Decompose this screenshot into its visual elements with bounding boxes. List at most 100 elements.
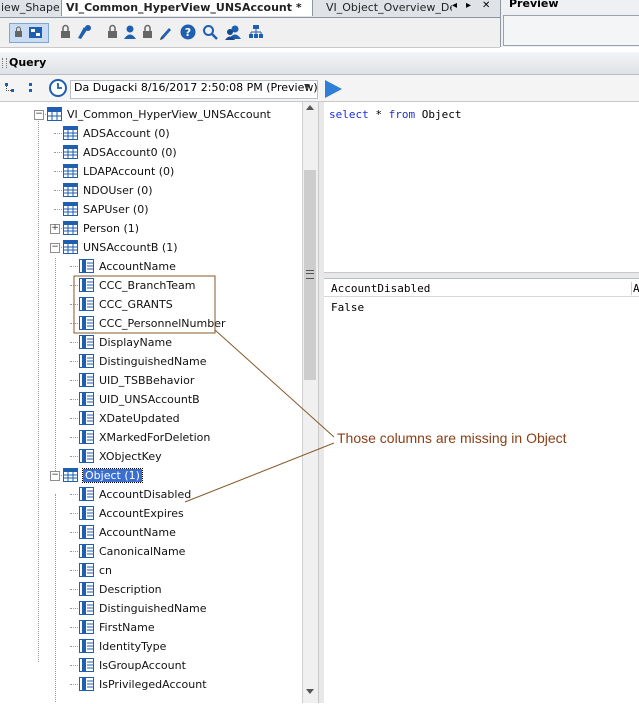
result-column-header-2[interactable]: A — [631, 282, 639, 295]
tree-node[interactable]: LDAPAccount (0) — [0, 163, 300, 182]
tree-node[interactable]: DistinguishedName — [0, 600, 300, 619]
layout-toggle-button[interactable] — [9, 23, 49, 43]
user-settings-icon[interactable] — [122, 24, 138, 40]
scroll-down-icon[interactable] — [306, 689, 314, 694]
tree-node-label: DisplayName — [99, 336, 172, 349]
tree-node-label: AccountDisabled — [99, 488, 192, 501]
run-query-button[interactable] — [323, 79, 343, 99]
collapse-node-icon[interactable]: − — [34, 109, 44, 120]
tree-scrollbar-thumb[interactable] — [304, 170, 316, 380]
main-toolbar: ? — [0, 18, 500, 48]
tree-connector — [70, 418, 78, 419]
tree-node[interactable]: FirstName — [0, 619, 300, 638]
tab-scroll-left-icon[interactable]: ◂ — [452, 0, 458, 11]
tree-node[interactable]: DistinguishedName — [0, 353, 300, 372]
lock-icon-3[interactable] — [140, 24, 156, 40]
table-icon — [63, 145, 78, 159]
tree-node[interactable]: XDateUpdated — [0, 410, 300, 429]
users-icon[interactable] — [225, 24, 241, 40]
tree-connector — [70, 570, 78, 571]
tree-node[interactable]: XObjectKey — [0, 448, 300, 467]
tree-connector — [70, 665, 78, 666]
tree-connector — [54, 190, 62, 191]
tree-node-label: IsPrivilegedAccount — [99, 678, 207, 691]
tree-node-label: DistinguishedName — [99, 602, 207, 615]
tree-node[interactable]: +Person (1) — [0, 220, 300, 239]
result-column-header[interactable]: AccountDisabled — [331, 282, 431, 295]
tree-connector — [70, 342, 78, 343]
result-cell[interactable]: False — [331, 301, 365, 314]
connection-select[interactable] — [70, 80, 318, 99]
tree-node[interactable]: −Object (1) — [0, 467, 300, 486]
tree-node[interactable]: IsGroupAccount — [0, 657, 300, 676]
tab-scroll-right-icon[interactable]: ▸ — [466, 0, 472, 11]
tree-node-label: UNSAccountB (1) — [83, 241, 178, 254]
tree-node[interactable]: ADSAccount (0) — [0, 125, 300, 144]
tree-node[interactable]: UID_TSBBehavior — [0, 372, 300, 391]
help-icon[interactable]: ? — [180, 24, 196, 40]
tree-node-label: AccountExpires — [99, 507, 184, 520]
result-header-row — [324, 280, 639, 297]
edit-wizard-icon[interactable] — [76, 24, 92, 40]
tree-node[interactable]: XMarkedForDeletion — [0, 429, 300, 448]
editor-result-splitter[interactable] — [324, 272, 639, 278]
lock-icon[interactable] — [58, 24, 74, 40]
tree-node[interactable]: CCC_GRANTS — [0, 296, 300, 315]
sql-keyword-select: select — [329, 108, 369, 121]
connection-select-value: Da Dugacki 8/16/2017 2:50:08 PM (Preview… — [74, 81, 318, 94]
expand-node-icon[interactable]: + — [50, 223, 60, 234]
org-chart-icon[interactable] — [248, 24, 264, 40]
tree-node[interactable]: ADSAccount0 (0) — [0, 144, 300, 163]
tree-node-label: CCC_GRANTS — [99, 298, 173, 311]
query-panel-title: Query — [9, 56, 47, 69]
column-icon — [79, 677, 94, 691]
splitter-grip-icon[interactable] — [306, 270, 314, 279]
pencil-icon[interactable] — [158, 24, 174, 40]
tree-node[interactable]: DisplayName — [0, 334, 300, 353]
tree-guide-line — [38, 112, 39, 662]
tree-connector — [54, 152, 62, 153]
sql-editor[interactable] — [324, 102, 639, 272]
tree-connector — [70, 589, 78, 590]
tree-node[interactable]: CCC_BranchTeam — [0, 277, 300, 296]
tree-layout-icon[interactable] — [5, 81, 35, 95]
sql-text[interactable]: select * from Object — [329, 108, 461, 121]
tree-node[interactable]: CanonicalName — [0, 543, 300, 562]
missing-columns-box — [73, 275, 216, 334]
tree-node-label: UID_TSBBehavior — [99, 374, 195, 387]
tree-node[interactable]: −VI_Common_HyperView_UNSAccount — [0, 106, 300, 125]
tree-node-label: AccountName — [99, 260, 176, 273]
tree-node[interactable]: IdentityType — [0, 638, 300, 657]
tree-node[interactable]: CCC_PersonnelNumber — [0, 315, 300, 334]
tree-node[interactable]: − UNSAccountB (1) — [0, 239, 300, 258]
tree-node[interactable]: AccountDisabled — [0, 486, 300, 505]
chevron-down-icon[interactable] — [304, 84, 310, 88]
collapse-node-icon[interactable]: − — [50, 470, 60, 481]
lock-icon-2[interactable] — [105, 24, 121, 40]
tree-node[interactable]: cn — [0, 562, 300, 581]
tree-node[interactable]: AccountName — [0, 258, 300, 277]
tree-node[interactable]: SAPUser (0) — [0, 201, 300, 220]
column-icon — [79, 354, 94, 368]
scroll-up-icon[interactable] — [306, 105, 314, 110]
tab-object-overview[interactable]: VI_Object_Overview_Defa — [326, 1, 452, 14]
tree-node[interactable]: AccountExpires — [0, 505, 300, 524]
column-icon — [79, 544, 94, 558]
table-icon — [63, 164, 78, 178]
tree-node-label: AccountName — [99, 526, 176, 539]
tree-node[interactable]: Description — [0, 581, 300, 600]
search-icon[interactable] — [202, 24, 218, 40]
tree-node[interactable]: NDOUser (0) — [0, 182, 300, 201]
tree-connector — [70, 361, 78, 362]
collapse-node-icon[interactable]: − — [50, 242, 60, 253]
tree-node[interactable]: AccountName — [0, 524, 300, 543]
tree-node[interactable]: UID_UNSAccountB — [0, 391, 300, 410]
close-tab-icon[interactable]: ✕ — [482, 0, 491, 11]
tree-node-label: XMarkedForDeletion — [99, 431, 211, 444]
history-clock-icon[interactable] — [49, 79, 67, 97]
column-icon — [79, 259, 94, 273]
tab-view-shape[interactable]: iew_Shape — [1, 1, 59, 14]
tree-node[interactable]: IsPrivilegedAccount — [0, 676, 300, 695]
tab-hyperview-unsaccount[interactable]: VI_Common_HyperView_UNSAccount * — [61, 0, 313, 16]
drag-grip-icon[interactable] — [2, 58, 7, 68]
